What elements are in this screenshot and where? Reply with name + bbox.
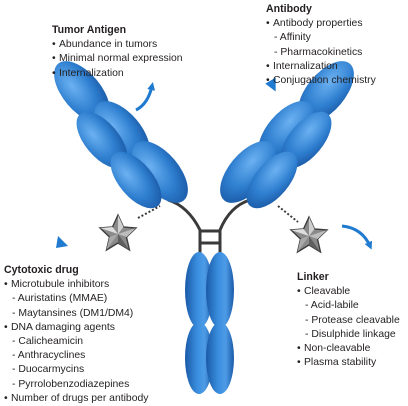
right-light-chain <box>246 111 332 209</box>
cytotoxic-drug-subitem: Pyrrolobenzodiazepines <box>4 378 148 392</box>
linker-item: Cleavable <box>297 285 400 299</box>
antibody-item: Conjugation chemistry <box>266 74 376 88</box>
cytotoxic-drug-subitem: Calicheamicin <box>4 335 148 349</box>
tumor-antigen-item: Internalization <box>52 67 183 81</box>
antibody-item: Internalization <box>266 60 376 74</box>
right-arm-lobe-lower <box>220 141 276 203</box>
left-arm-lobe-lower <box>132 141 188 203</box>
cytotoxic-pointer-triangle-icon <box>56 236 68 248</box>
fc-stem <box>185 252 234 394</box>
tumor-antigen-arrow-icon <box>135 82 156 112</box>
fc-lobe-right-lower <box>206 322 234 394</box>
antibody-subitem: Pharmacokinetics <box>266 46 376 60</box>
right-light-lobe-lower <box>246 151 298 209</box>
linker-item: Plasma stability <box>297 356 400 370</box>
linker-item: Non-cleavable <box>297 342 400 356</box>
cytotoxic-drug-subitem: Auristatins (MMAE) <box>4 292 148 306</box>
tumor-antigen-panel: Tumor Antigen Abundance in tumors Minima… <box>52 23 183 81</box>
tumor-antigen-title: Tumor Antigen <box>52 24 127 36</box>
right-linker <box>277 205 299 223</box>
cytotoxic-drug-item: Number of drugs per antibody <box>4 392 148 406</box>
linker-subitem: Disulphide linkage <box>297 328 400 342</box>
hinge-region <box>167 198 251 262</box>
right-drug-star-icon <box>289 215 329 254</box>
fc-lobe-left-lower <box>185 322 213 394</box>
cytotoxic-drug-item: Microtubule inhibitors <box>4 278 148 292</box>
tumor-antigen-item: Abundance in tumors <box>52 38 183 52</box>
cytotoxic-drug-subitem: Anthracyclines <box>4 349 148 363</box>
cytotoxic-drug-subitem: Maytansines (DM1/DM4) <box>4 307 148 321</box>
left-drug-star-icon <box>98 213 138 252</box>
cytotoxic-drug-panel: Cytotoxic drug Microtubule inhibitors Au… <box>4 263 148 406</box>
antibody-subitem: Affinity <box>266 31 376 45</box>
antibody-panel: Antibody Antibody properties Affinity Ph… <box>266 2 376 88</box>
cytotoxic-drug-title: Cytotoxic drug <box>4 264 79 276</box>
fc-lobe-left-upper <box>185 252 213 328</box>
antibody-item: Antibody properties <box>266 17 376 31</box>
linker-subitem: Acid-labile <box>297 299 400 313</box>
cytotoxic-drug-subitem: Duocarmycins <box>4 363 148 377</box>
left-light-lobe-lower <box>110 151 162 209</box>
left-light-chain <box>76 111 162 209</box>
linker-arrow-icon <box>341 224 373 250</box>
linker-panel: Linker Cleavable Acid-labile Protease cl… <box>297 270 400 370</box>
antibody-title: Antibody <box>266 3 312 15</box>
linker-subitem: Protease cleavable <box>297 314 399 328</box>
linker-title: Linker <box>297 271 329 283</box>
cytotoxic-drug-item: DNA damaging agents <box>4 321 148 335</box>
fc-lobe-right-upper <box>206 252 234 328</box>
tumor-antigen-item: Minimal normal expression <box>52 52 183 66</box>
left-linker <box>137 205 161 219</box>
